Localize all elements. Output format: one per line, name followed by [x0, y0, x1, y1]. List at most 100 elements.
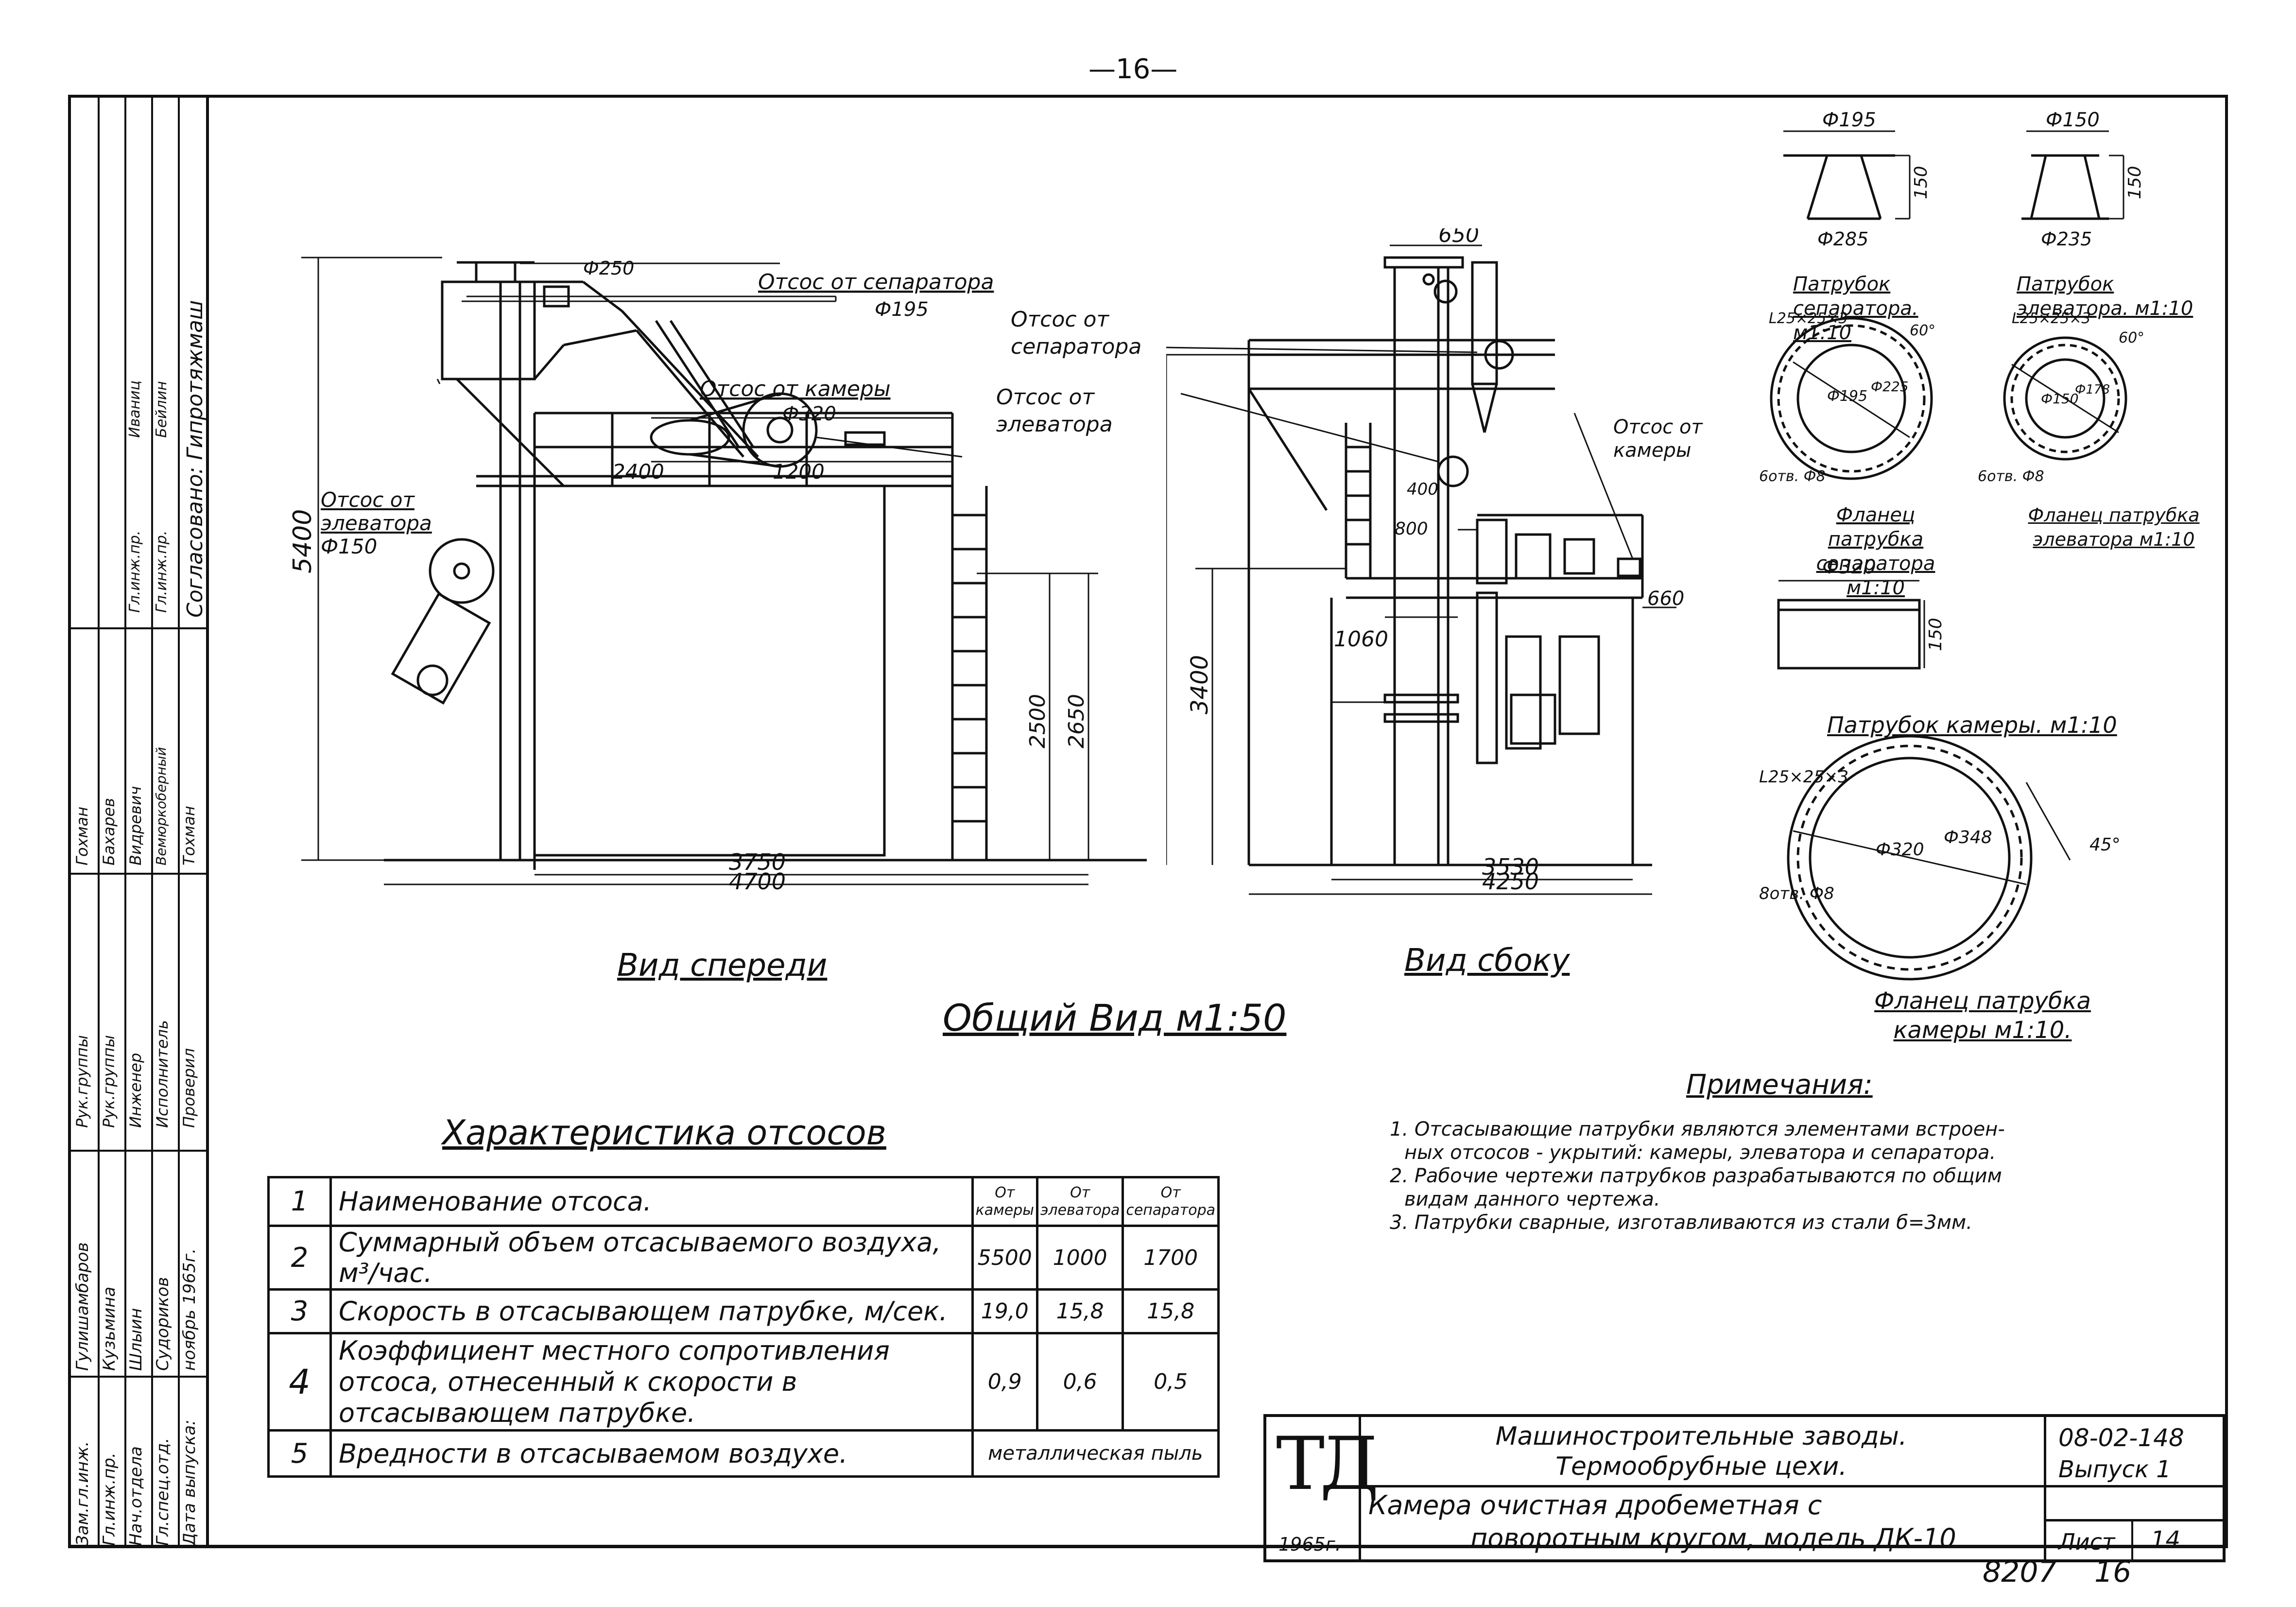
table-row-3-v2: 15,8	[1036, 1288, 1124, 1334]
table-row-4-n: 4	[267, 1332, 332, 1432]
stamp-role2-2: Рук.группы	[100, 1035, 118, 1128]
front-label-cam: Отсос от камеры	[700, 377, 891, 401]
table-row-3-desc: Скорость в отсасывающем патрубке, м/сек.	[329, 1288, 974, 1334]
suction-table: 1 Наименование отсоса. От камеры От элев…	[267, 1176, 1220, 1478]
cam-flange-d1: Ф320	[1876, 840, 1924, 860]
side-dim-4250: 4250	[1482, 868, 1539, 895]
front-view-caption: Вид спереди	[617, 948, 828, 984]
elev-nozzle-top: Ф150	[2046, 112, 2100, 131]
elev-nozzle-h: 150	[2125, 166, 2145, 199]
page-number: —16—	[1088, 53, 1178, 85]
stamp-role-2: Гл.инж.пр.	[100, 1452, 119, 1546]
front-label-sep: Отсос от сепаратора	[758, 270, 994, 294]
sep-nozzle-top: Ф195	[1822, 112, 1876, 131]
side-dim-660: 660	[1647, 588, 1684, 610]
sep-flange-d2: Ф225	[1871, 379, 1909, 395]
cam-nozzle-caption: Патрубок камеры. м1:10	[1827, 712, 2117, 738]
stamp-name-4: Судориков	[153, 1277, 173, 1371]
title-line-4: поворотным кругом, модель ДК-10	[1470, 1523, 1956, 1554]
front-label-sep-d: Ф195	[875, 298, 929, 321]
elev-nozzle-bottom: Ф235	[2041, 228, 2092, 250]
title-line-1: Машиностроительные заводы.	[1495, 1422, 1907, 1451]
col-header-cam: От камеры	[971, 1176, 1038, 1227]
note-line-1: 1. Отсасывающие патрубки являются элемен…	[1390, 1118, 2005, 1140]
stamp-signer-3: Гл.инж.пр.	[126, 530, 143, 613]
table-row-3-v3: 15,8	[1122, 1288, 1220, 1334]
title-issue: Выпуск 1	[2058, 1456, 2171, 1483]
stamp-name2-5: Тохман	[180, 806, 198, 865]
stamp-signer-2: Бейлин	[153, 381, 170, 438]
side-dim-4525: 4525	[1166, 597, 1170, 656]
table-row-5-desc: Вредности в отсасываемом воздухе.	[329, 1429, 974, 1478]
side-dim-650: 650	[1438, 228, 1479, 247]
elev-nozzle-caption: Патрубок элеватора. м1:10	[2017, 273, 2193, 320]
side-dim-3400: 3400	[1186, 655, 1213, 714]
cam-flange-holes: 8отв. Ф8	[1759, 884, 1834, 903]
table-row-2-n: 2	[267, 1225, 332, 1291]
elev-flange-deg: 60°	[2119, 329, 2144, 346]
stamp-name2-4: Вемюркоберный	[153, 747, 169, 865]
title-sheet-label: Лист	[2058, 1529, 2115, 1555]
table-row-4-v1: 0,9	[971, 1332, 1038, 1432]
title-line-3: Камера очистная дробеметная с	[1368, 1490, 1822, 1521]
stamp-name2-1: Гохман	[73, 806, 91, 865]
table-row-5-n: 5	[267, 1429, 332, 1478]
col-header-sep: От сепаратора	[1122, 1176, 1220, 1227]
table-row-2-v2: 1000	[1036, 1225, 1124, 1291]
elev-flange-angle: L25×25×3	[2012, 310, 2090, 327]
front-dim-4700: 4700	[729, 868, 786, 895]
table-row-2-v3: 1700	[1122, 1225, 1220, 1291]
sheet-stamp-code: 8207	[1983, 1555, 2057, 1589]
front-dim-1200: 1200	[773, 460, 825, 484]
stamp-name2-2: Бахарев	[100, 798, 118, 865]
front-dim-3750: 3750	[729, 849, 786, 875]
stamp-role-1: Зам.гл.инж.	[73, 1441, 92, 1546]
table-row-3-v1: 19,0	[971, 1288, 1038, 1334]
frame-bottom-line	[68, 1545, 2228, 1548]
cam-flange-angle: L25×25×3	[1759, 767, 1848, 787]
note-line-3: 2. Рабочие чертежи патрубков разрабатыва…	[1390, 1165, 2002, 1187]
side-view-caption: Вид сбоку	[1404, 943, 1570, 979]
stamp-role2-4: Исполнитель	[153, 1020, 172, 1128]
cam-nozzle-d: Ф320	[1822, 556, 1876, 578]
front-dim-5400: 5400	[288, 509, 317, 573]
stamp-role2-5: Проверил	[180, 1048, 198, 1128]
front-dim-2400: 2400	[612, 460, 664, 484]
elev-flange-caption: Фланец патрубка элеватора м1:10	[2028, 504, 2200, 550]
side-label-sep: Отсос от сепаратора	[1011, 307, 1142, 359]
stamp-role2-1: Рук.группы	[73, 1035, 91, 1128]
side-dim-3530: 3530	[1482, 854, 1539, 880]
side-label-elev: Отсос от элеватора	[996, 385, 1113, 437]
cam-flange-caption: Фланец патрубка камеры м1:10.	[1874, 987, 2091, 1044]
elev-flange-d2: Ф178	[2075, 382, 2110, 397]
table-row-3-n: 3	[267, 1288, 332, 1334]
table-row-4-v3: 0,5	[1122, 1332, 1220, 1432]
sep-nozzle-bottom: Ф285	[1817, 228, 1868, 250]
title-line-2: Термообрубные цехи.	[1555, 1452, 1847, 1481]
sep-flange-angle: L25×25×3	[1769, 310, 1847, 327]
sep-flange-d1: Ф195	[1827, 388, 1867, 405]
side-dim-800: 800	[1395, 519, 1428, 539]
table-row-4-desc: Коэффициент местного сопротивления отсос…	[329, 1332, 974, 1432]
front-label-d250: Ф250	[583, 258, 634, 279]
stamp-signer-1: Гл.инж.пр.	[153, 530, 170, 613]
front-view-drawing: 5400 2400 1200 2500 2650 3750 4700 Ф250 …	[288, 257, 1147, 895]
cam-flange-deg: 45°	[2089, 835, 2121, 855]
table-row-1-n: 1	[267, 1176, 332, 1227]
stamp-name2-3: Видревич	[126, 786, 145, 865]
front-label-cam-d: Ф320	[782, 403, 836, 425]
stamp-role-3: Нач.отдела	[126, 1446, 146, 1546]
stamp-role-5: Дата выпуска:	[180, 1419, 199, 1546]
note-line-4: видам данного чертежа.	[1404, 1188, 1660, 1210]
side-label-cam: Отсос от камеры	[1613, 416, 1703, 462]
note-line-5: 3. Патрубки сварные, изготавливаются из …	[1390, 1211, 1972, 1234]
title-year: 1965г.	[1278, 1534, 1341, 1555]
details-drawing: Ф195 Ф285 150 Ф150 Ф235 150 L25×25×3 60°…	[1759, 112, 2145, 981]
stamp-name-3: Шлыин	[126, 1308, 146, 1371]
front-dim-2650: 2650	[1064, 694, 1089, 748]
stamp-signer-4: Иваниц	[126, 380, 143, 438]
side-dim-400: 400	[1407, 480, 1438, 499]
stamp-name-1: Гулишамбаров	[73, 1242, 92, 1371]
general-view-caption: Общий Вид м1:50	[943, 996, 1287, 1039]
